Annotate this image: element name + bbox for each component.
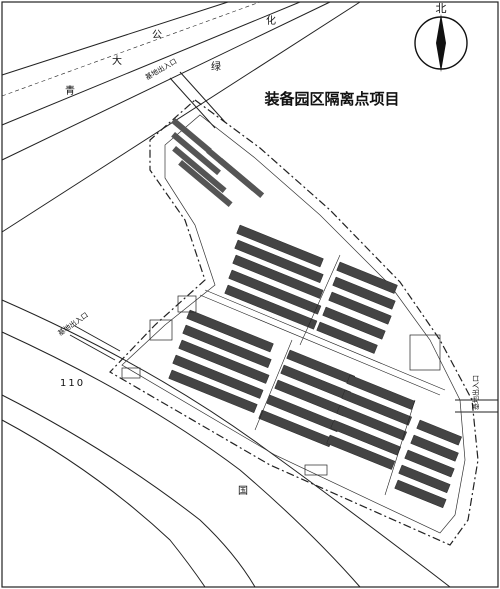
north-road-char-4: 化 [266, 14, 276, 27]
north-building-cluster [171, 118, 265, 208]
small-facilities [121, 295, 441, 476]
compass-label: 北 [436, 2, 447, 15]
north-compass-icon [414, 14, 468, 72]
north-road-char-5: 绿 [211, 60, 221, 73]
south-road-char: 国 [238, 485, 248, 497]
site-inner-outline [121, 114, 466, 534]
project-title: 装备园区隔离点项目 [263, 90, 399, 108]
site-boundary [109, 99, 479, 546]
south-road-number: 110 [60, 378, 85, 389]
internal-roads [199, 254, 446, 496]
north-road-char-2: 大 [112, 54, 122, 67]
north-entrance-label: 基地出入口 [144, 56, 179, 81]
east-entrance-label: 基地出入口 [471, 375, 480, 410]
north-road-char-3: 公 [152, 30, 162, 41]
west-entrance-label: 基地出入口 [56, 310, 90, 337]
main-building-rows [168, 224, 462, 509]
south-road [1, 299, 451, 588]
north-road [1, 1, 361, 233]
north-road-char-1: 青 [65, 84, 75, 97]
access-roads [69, 71, 498, 413]
